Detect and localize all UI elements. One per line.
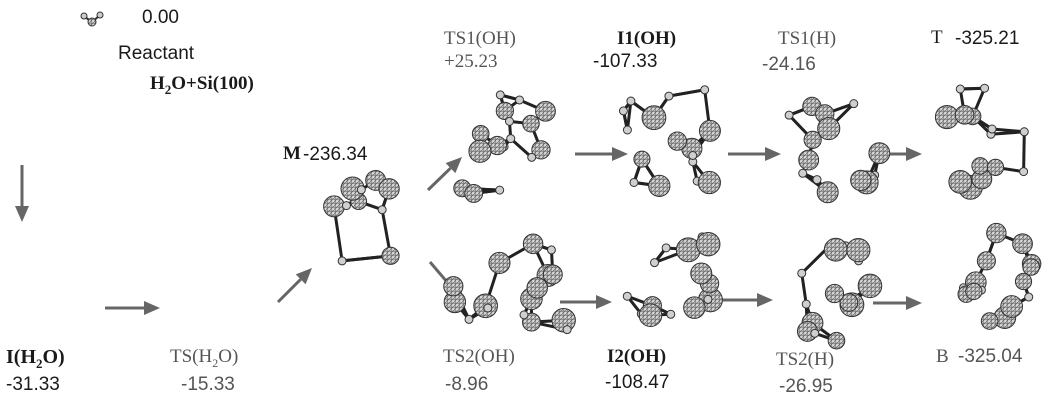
t-energy: -325.21 xyxy=(955,28,1020,49)
arrow-i1-oh-to-ts1-h xyxy=(728,147,781,161)
reactant-energy: 0.00 xyxy=(142,7,179,28)
molecule-ts1-h xyxy=(784,96,891,204)
molecule-ts2-oh xyxy=(443,233,576,335)
b-label: B xyxy=(936,346,949,367)
i1-oh-label: I1(OH) xyxy=(617,28,677,49)
ts-h2o-energy: -15.33 xyxy=(181,374,235,395)
ts2-h-energy: -26.95 xyxy=(779,376,833,397)
arrow-i-h2o-to-ts-h2o xyxy=(105,301,160,315)
i-h2o-label: I(H2O) xyxy=(6,346,65,371)
arrows-group xyxy=(15,147,922,315)
i-h2o-energy: -31.33 xyxy=(6,374,60,395)
molecule-t xyxy=(934,83,1029,200)
ts1-h-energy: -24.16 xyxy=(762,54,816,75)
reactant-formula: H2O+Si(100) xyxy=(150,73,254,97)
molecule-ts2-h xyxy=(796,237,883,350)
arrow-ts-h2o-to-m xyxy=(276,268,312,304)
arrow-reactant-to-i-h2o xyxy=(15,165,29,222)
m-label: M xyxy=(283,143,301,164)
molecule-i2-oh xyxy=(622,231,723,327)
i2-oh-energy: -108.47 xyxy=(605,372,670,393)
ts-h2o-label: TS(H2O) xyxy=(170,346,239,370)
i2-oh-label: I2(OH) xyxy=(607,346,667,367)
arrow-ts1-oh-to-i1-oh xyxy=(575,147,628,161)
molecule-m xyxy=(323,169,400,266)
reactant-label: Reactant xyxy=(118,43,195,64)
molecule-i1-oh xyxy=(618,85,721,197)
molecule-ts1-oh xyxy=(453,90,556,203)
ts2-h-label: TS2(H) xyxy=(776,349,835,370)
ts2-oh-label: TS2(OH) xyxy=(443,346,515,367)
ts1-h-label: TS1(H) xyxy=(778,28,837,49)
ts2-oh-energy: -8.96 xyxy=(445,374,489,395)
ts1-oh-label: TS1(OH) xyxy=(444,28,516,49)
arrow-i2-oh-to-ts2-h xyxy=(720,293,773,307)
ts1-oh-energy: +25.23 xyxy=(444,51,498,72)
i1-oh-energy: -107.33 xyxy=(593,51,658,72)
arrow-ts2-h-to-b xyxy=(873,296,922,310)
molecule-reactant-h2o-icon xyxy=(80,11,104,27)
arrow-m-to-ts1-oh xyxy=(426,157,462,192)
molecules-group xyxy=(80,11,1042,350)
b-energy: -325.04 xyxy=(958,346,1023,367)
t-label: T xyxy=(931,27,943,48)
arrow-ts2-oh-to-i2-oh xyxy=(560,295,612,309)
molecule-b xyxy=(957,222,1042,330)
m-energy: -236.34 xyxy=(303,144,368,165)
